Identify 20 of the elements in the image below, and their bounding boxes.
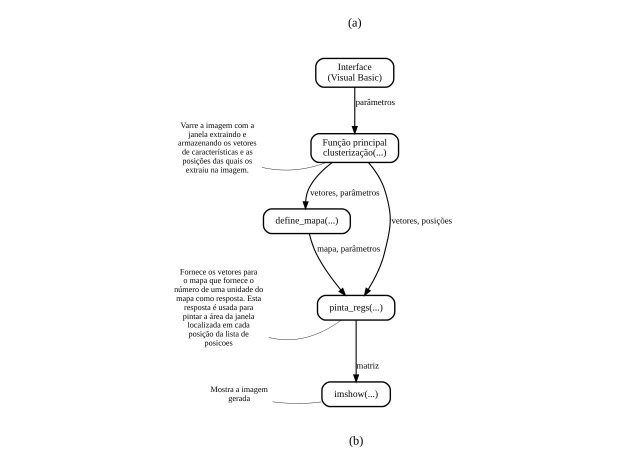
arrow — [308, 233, 346, 296]
edge-label: mapa, parâmetros — [316, 244, 380, 254]
arrow — [363, 162, 390, 297]
edge-label: matriz — [356, 360, 379, 371]
edge-label: vetores, parâmetros — [310, 188, 380, 198]
node-box: pinta_regs(...) — [316, 294, 395, 321]
arrow — [352, 320, 359, 384]
label: (b) — [348, 433, 363, 448]
node-box: Função principal clusterização(...) — [310, 132, 399, 164]
connector — [272, 402, 322, 404]
arrow — [351, 87, 358, 136]
edge-label: vetores, posições — [390, 216, 452, 226]
node-box: define_mapa(...) — [262, 208, 351, 234]
edge-label: parâmetros — [355, 97, 395, 108]
label: (a) — [347, 16, 362, 30]
node-box: imshow(...) — [320, 381, 391, 408]
connector — [268, 320, 341, 340]
arrow — [302, 162, 332, 210]
node-box: Interface (Visual Basic) — [314, 58, 394, 88]
connector — [261, 162, 326, 170]
